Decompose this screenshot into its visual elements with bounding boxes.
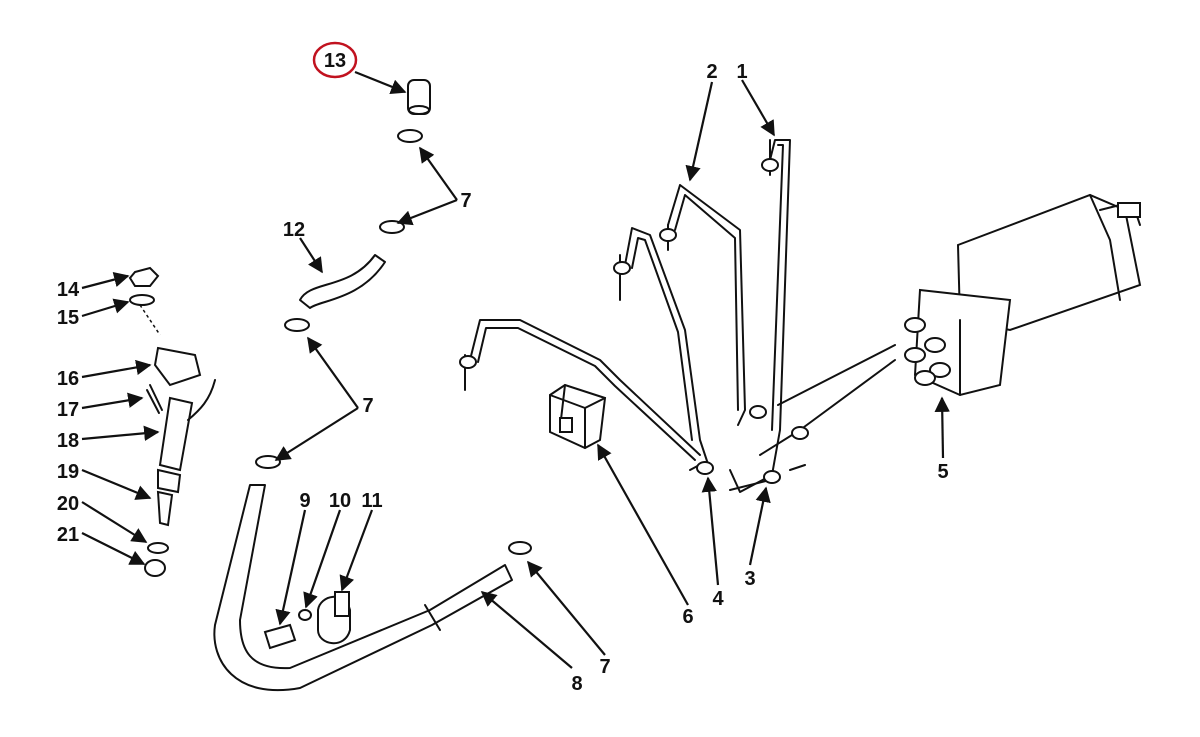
callout-7: 7 xyxy=(362,395,373,417)
callout-20: 20 xyxy=(57,493,79,515)
fuel-injection-lines xyxy=(459,139,809,493)
callout-5: 5 xyxy=(937,461,948,483)
leader-lines xyxy=(81,70,950,669)
callout-13: 13 xyxy=(324,50,346,72)
callout-2: 2 xyxy=(706,61,717,83)
callout-15: 15 xyxy=(57,307,79,329)
callout-16: 16 xyxy=(57,368,79,390)
callout-7: 7 xyxy=(599,656,610,678)
callout-13-highlight-ring xyxy=(312,41,358,79)
callout-14: 14 xyxy=(57,279,80,301)
injector-assembly xyxy=(128,266,216,577)
callout-7: 7 xyxy=(460,190,471,212)
callout-10: 10 xyxy=(329,490,351,512)
callout-11: 11 xyxy=(361,490,382,512)
callout-8: 8 xyxy=(571,673,582,695)
fuel-injection-pump xyxy=(777,193,1142,431)
callout-4: 4 xyxy=(712,588,724,610)
callout-6: 6 xyxy=(682,606,693,628)
callout-9: 9 xyxy=(299,490,310,512)
callout-3: 3 xyxy=(744,568,755,590)
callout-18: 18 xyxy=(57,430,79,452)
callout-17: 17 xyxy=(57,399,79,421)
hose-clamp-hardware xyxy=(263,591,351,650)
callout-12: 12 xyxy=(283,219,305,241)
callout-21: 21 xyxy=(57,524,79,546)
return-hoses xyxy=(213,79,532,692)
callout-19: 19 xyxy=(57,461,79,483)
callout-1: 1 xyxy=(736,61,747,83)
line-clamp-block xyxy=(549,383,607,450)
